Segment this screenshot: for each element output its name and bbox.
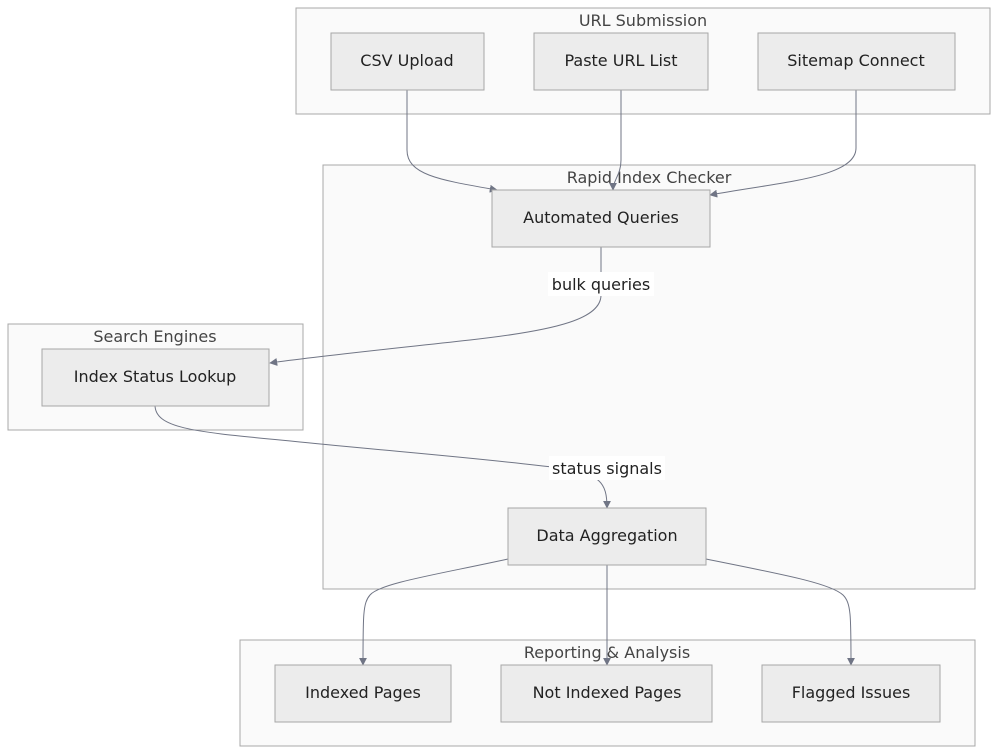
node-not-indexed-pages[interactable]: Not Indexed Pages (500, 664, 713, 723)
edge-sitemap-to-queries (709, 90, 857, 198)
node-csv-upload[interactable]: CSV Upload (330, 32, 485, 91)
node-index-status-lookup[interactable]: Index Status Lookup (41, 348, 270, 407)
edge-label-bulk-queries: bulk queries (548, 272, 654, 296)
edge-label-status-signals: status signals (549, 456, 665, 480)
cluster-title-search-engines: Search Engines (93, 327, 216, 346)
edge-paste-to-queries (609, 90, 622, 191)
node-paste-url-list[interactable]: Paste URL List (533, 32, 709, 91)
node-indexed-pages[interactable]: Indexed Pages (274, 664, 452, 723)
node-label-automated-queries: Automated Queries (523, 208, 679, 227)
cluster-title-url-submission: URL Submission (579, 11, 707, 30)
node-label-csv-upload: CSV Upload (360, 51, 453, 70)
node-sitemap-connect[interactable]: Sitemap Connect (757, 32, 956, 91)
edge-label-bulk-queries-text: bulk queries (552, 275, 650, 294)
node-label-indexed-pages: Indexed Pages (305, 683, 421, 702)
edge-aggregation-to-indexed (359, 558, 509, 666)
node-label-data-aggregation: Data Aggregation (536, 526, 677, 545)
node-label-flagged-issues: Flagged Issues (792, 683, 911, 702)
node-automated-queries[interactable]: Automated Queries (491, 189, 711, 248)
node-data-aggregation[interactable]: Data Aggregation (507, 507, 707, 566)
edge-queries-to-lookup (269, 247, 602, 366)
node-label-paste-url-list: Paste URL List (564, 51, 677, 70)
node-label-index-status-lookup: Index Status Lookup (74, 367, 236, 386)
node-flagged-issues[interactable]: Flagged Issues (761, 664, 941, 723)
edge-aggregation-to-flagged (705, 558, 855, 666)
node-label-sitemap-connect: Sitemap Connect (787, 51, 925, 70)
edge-csv-to-queries (406, 90, 498, 193)
cluster-title-rapid-index-checker: Rapid Index Checker (567, 168, 732, 187)
node-label-not-indexed-pages: Not Indexed Pages (533, 683, 682, 702)
edge-label-status-signals-text: status signals (552, 459, 662, 478)
